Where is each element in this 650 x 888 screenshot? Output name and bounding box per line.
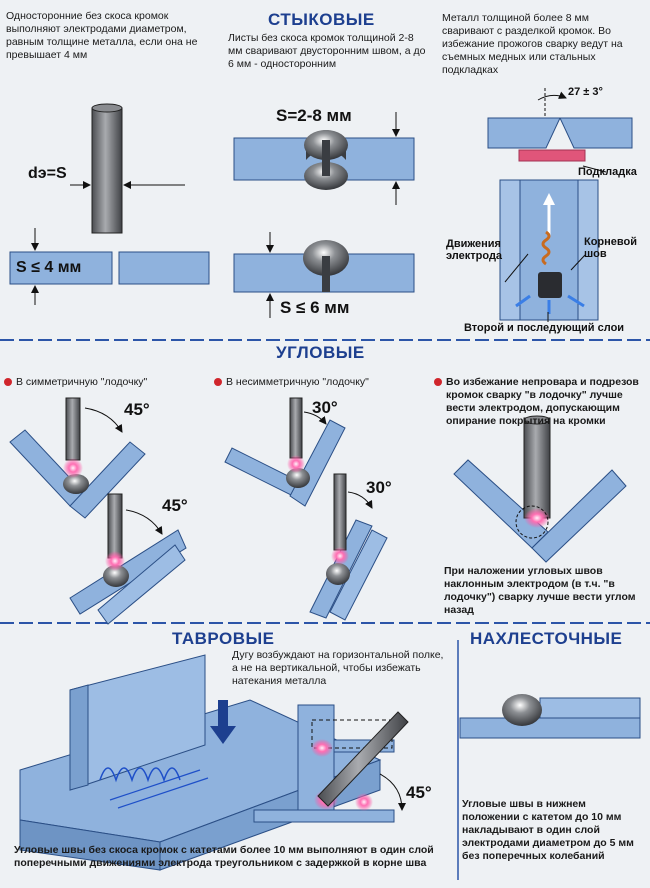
heading-butt: СТЫКОВЫЕ: [268, 10, 375, 29]
fillet-asymmetric-figure: [224, 397, 388, 621]
fillet-symmetric-figure: [9, 397, 187, 625]
butt-center-figure: [233, 112, 415, 318]
tee-angle-label: 45°: [406, 783, 432, 802]
bullet-icon: [214, 378, 222, 386]
fillet-right-note: Во избежание непровара и подрезов кромок…: [446, 376, 639, 427]
thickness-label-2-8mm: S=2-8 мм: [276, 106, 352, 125]
heading-lap: НАХЛЕСТОЧНЫЕ: [470, 629, 623, 648]
electrode-diameter-label: dэ=S: [28, 165, 67, 182]
tee-figure: [19, 654, 409, 871]
fillet-right-figure: [453, 415, 627, 563]
lap-figure: [459, 694, 641, 739]
fillet-asym-label: В несимметричную "лодочку": [226, 376, 369, 388]
butt-right-note: Металл толщиной более 8 мм сваривают с р…: [442, 12, 623, 76]
butt-center-note: Листы без скоса кромок толщиной 2-8 мм с…: [228, 32, 426, 70]
bullet-icon: [434, 378, 442, 386]
tee-bottom-note: Угловые швы без скоса кромок с катетами …: [14, 844, 434, 869]
fillet-sym-label: В симметричную "лодочку": [16, 376, 148, 388]
root-weld-label: Корневой шов: [584, 236, 638, 260]
fillet-bottom-note: При наложении угловых швов наклонным эле…: [444, 565, 636, 616]
heading-fillet: УГЛОВЫЕ: [276, 343, 365, 362]
bevel-angle-label: 27 ± 3°: [568, 86, 603, 98]
thickness-label-6mm: S ≤ 6 мм: [280, 298, 350, 317]
butt-right-figure: [487, 88, 633, 322]
butt-left-note: Односторонние без скоса кромок выполняют…: [6, 10, 198, 61]
heading-tee: ТАВРОВЫЕ: [172, 629, 275, 648]
sym-angle-bottom: 45°: [162, 496, 188, 515]
electrode-motion-label: Движения электрода: [446, 238, 503, 262]
bullet-icon: [4, 378, 12, 386]
asym-angle-top: 30°: [312, 398, 338, 417]
layers-label: Второй и последующий слои: [464, 322, 625, 334]
sym-angle-top: 45°: [124, 400, 150, 419]
asym-angle-bottom: 30°: [366, 478, 392, 497]
butt-left-figure: [9, 103, 210, 305]
tee-note: Дугу возбуждают на горизонтальной полке,…: [232, 649, 444, 687]
gap-label-4mm: S ≤ 4 мм: [16, 259, 82, 276]
backing-label: Подкладка: [578, 166, 637, 178]
lap-note: Угловые швы в нижнем положении с катетом…: [462, 798, 634, 862]
